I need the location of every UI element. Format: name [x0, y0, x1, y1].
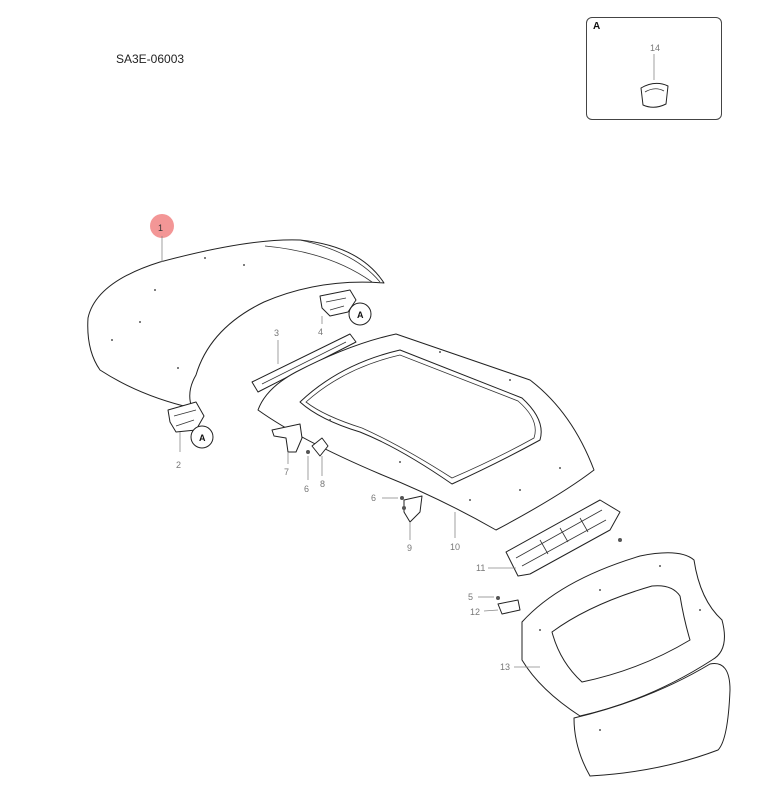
label-1: 1	[158, 223, 163, 233]
part-3-front-rail	[251, 333, 357, 393]
label-14: 14	[650, 43, 660, 53]
label-5: 5	[468, 592, 473, 602]
part-14-grommet	[640, 54, 669, 108]
label-8: 8	[320, 479, 325, 489]
part-12-bracket	[483, 599, 521, 615]
label-10: 10	[450, 542, 460, 552]
label-9: 9	[407, 543, 412, 553]
label-12: 12	[470, 607, 480, 617]
view-marker-a-left[interactable]	[190, 425, 214, 449]
label-2: 2	[176, 460, 181, 470]
label-13: 13	[500, 662, 510, 672]
part-8-bracket	[311, 437, 329, 476]
highlight-marker-1[interactable]	[150, 214, 174, 238]
label-11: 11	[476, 563, 485, 573]
part-10-roof-frame	[257, 333, 595, 538]
view-marker-a-right[interactable]	[348, 302, 372, 326]
detail-view-box: A	[586, 17, 722, 120]
part-9-clip	[382, 495, 423, 540]
part-4-hinge-right: A	[319, 289, 372, 326]
part-2-hinge-left: A	[167, 401, 214, 452]
part-6-fastener-upper	[306, 450, 310, 480]
part-5-fastener	[478, 596, 500, 600]
diagram-code: SA3E-06003	[116, 52, 185, 66]
label-7: 7	[284, 467, 289, 477]
label-6-upper: 6	[304, 484, 309, 494]
label-4: 4	[318, 327, 323, 337]
view-marker-a-left-letter: A	[199, 433, 206, 443]
label-3: 3	[274, 328, 279, 338]
part-11-rear-cross-member	[488, 499, 622, 577]
detail-view-letter: A	[593, 21, 601, 32]
label-6-lower: 6	[371, 493, 376, 503]
view-marker-a-right-letter: A	[357, 310, 364, 320]
part-1-roof-panel	[87, 239, 385, 409]
part-7-bracket	[271, 423, 303, 464]
part-13-tailgate	[514, 552, 731, 777]
